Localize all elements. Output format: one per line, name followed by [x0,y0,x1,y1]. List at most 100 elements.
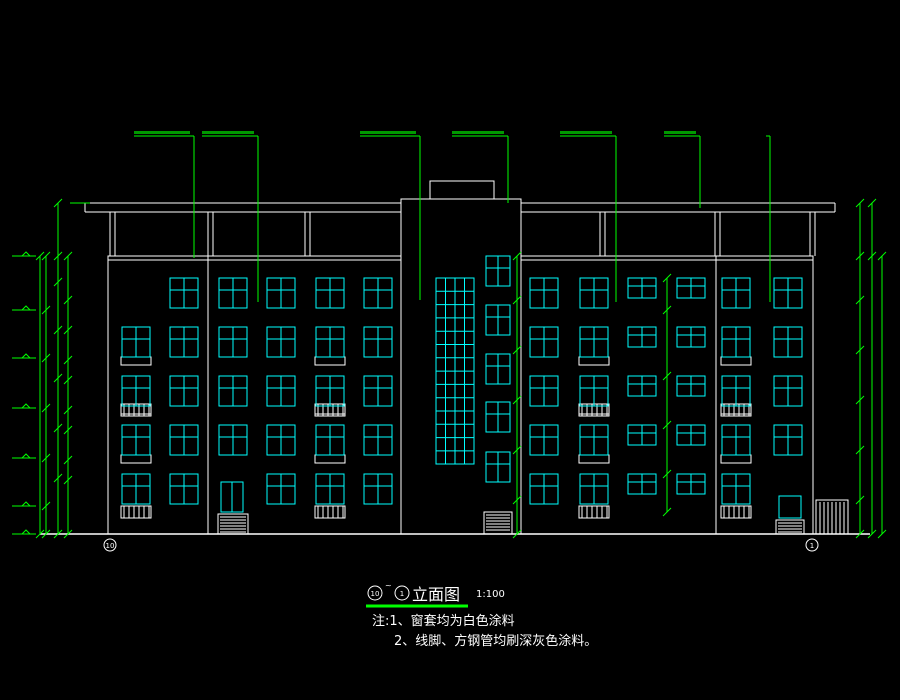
dim-left-total-tick-0 [35,251,45,261]
title-axis-to: 1 [400,590,404,598]
entrance-steps-center [483,511,513,535]
entrance-steps-left [217,513,249,535]
dim-right-wing-inner-tick-1 [662,305,672,315]
material-leaders [134,131,771,302]
level-mark-left-1 [20,305,32,311]
dim-right-mid-tick-4 [855,395,865,405]
axis-label-right: 1 [810,542,814,550]
balcony-slab-right-b-2 [720,454,752,464]
dim-left-inner-tick-6 [63,425,73,435]
dim-right-mid-tick-0 [855,198,865,208]
leader-label-mark-5 [664,131,696,134]
axis-label-left: 10 [106,542,115,550]
dim-left-mid-tick-0 [53,198,63,208]
dim-left-outer-tick-2 [41,353,51,363]
level-mark-left-0 [20,251,32,257]
dim-left-mid-tick-4 [53,373,63,383]
balcony-slab-right-b-0 [720,356,752,366]
dim-left-mid-tick-6 [53,473,63,483]
leader-label-mark-2 [360,131,416,134]
roof-parapet [429,180,495,200]
balcony-grille-right-a-1 [578,505,610,519]
dim-left-mid-tick-3 [53,325,63,335]
level-mark-left-2 [20,353,32,359]
dim-left-inner-tick-7 [63,455,73,465]
dim-right-wing-inner-tick-4 [662,469,672,479]
leader-label-mark-4 [560,131,612,134]
dim-right-mid-tick-7 [855,529,865,539]
dim-left-outer-tick-5 [41,501,51,511]
note-2: 2、线脚、方钢管均刷深灰色涂料。 [394,634,598,649]
dim-right-mid-tick-1 [855,251,865,261]
leader-label-mark-1 [202,131,254,134]
dim-left-outer-tick-1 [41,305,51,315]
dim-right-total-tick-1 [877,529,887,539]
dim-left-total-tick-1 [35,529,45,539]
dim-left-inner-tick-4 [63,375,73,385]
balcony-slab-right-a-1 [578,405,610,415]
title-axis-markers: 10 ~ 1 [366,581,468,608]
dim-right-outer-tick-0 [867,198,877,208]
leader-label-mark-0 [134,131,190,134]
drawing-scale: 1:100 [476,589,505,600]
dim-left-inner-tick-8 [63,475,73,485]
dim-right-wing-inner-tick-3 [662,420,672,430]
building-outline [40,180,870,535]
dim-right-wing-inner-tick-5 [662,507,672,517]
dim-left-inner-tick-2 [63,325,73,335]
dim-tower-inner-tick-4 [512,445,522,455]
entrance-door-right [778,495,802,519]
dim-left-outer-tick-0 [41,251,51,261]
balcony-slab-left-a-2 [120,454,152,464]
dim-left-mid-tick-5 [53,423,63,433]
tilde-mark: ~ [385,581,392,590]
entrance-steps-right [775,519,805,535]
dim-left-mid-tick-7 [53,529,63,539]
dim-tower-inner-tick-2 [512,345,522,355]
dimension-lines [12,198,887,539]
dim-tower-inner-tick-3 [512,395,522,405]
balcony-slab-left-b-1 [314,405,346,415]
level-mark-left-5 [20,501,32,507]
balcony-slab-right-b-1 [720,405,752,415]
dim-right-total-tick-0 [877,251,887,261]
dim-right-mid-tick-5 [855,445,865,455]
dim-left-inner-tick-9 [63,529,73,539]
dim-right-mid-tick-3 [855,345,865,355]
dim-tower-inner-tick-6 [512,529,522,539]
dim-tower-inner-tick-0 [512,251,522,261]
leader-label-mark-3 [452,131,504,134]
note-1: 注:1、窗套均为白色涂料 [372,614,515,629]
dim-right-wing-inner-tick-0 [662,273,672,283]
drawing-title: 立面图 [412,585,461,604]
left-wing-wall [107,255,402,535]
dim-left-inner-tick-0 [63,251,73,261]
balcony-slab-left-b-2 [314,454,346,464]
level-mark-left-6 [20,529,32,535]
dim-tower-inner-tick-5 [512,495,522,505]
balcony-slab-right-a-0 [578,356,610,366]
dim-right-outer-tick-1 [867,251,877,261]
dim-left-mid-tick-2 [53,277,63,287]
axis-marker-right: 1 [805,538,819,552]
level-mark-left-3 [20,403,32,409]
balcony-slab-left-a-0 [120,356,152,366]
title-axis-from: 10 [371,590,380,598]
dim-left-outer-tick-4 [41,453,51,463]
dim-left-outer-tick-6 [41,529,51,539]
window-set [121,255,803,505]
balcony-slab-right-a-2 [578,454,610,464]
dim-left-outer-tick-3 [41,403,51,413]
dim-right-outer-tick-2 [867,529,877,539]
axis-marker-left: 10 [103,538,117,552]
balcony-grille-left-b-1 [314,505,346,519]
balcony-slab-left-a-1 [120,405,152,415]
dim-left-mid-tick-1 [53,251,63,261]
balcony-grille-left-a-1 [120,505,152,519]
balcony-slab-left-b-0 [314,356,346,366]
dim-right-mid-tick-6 [855,495,865,505]
level-mark-left-4 [20,453,32,459]
dim-tower-inner-tick-1 [512,295,522,305]
dim-right-wing-inner-tick-2 [662,371,672,381]
